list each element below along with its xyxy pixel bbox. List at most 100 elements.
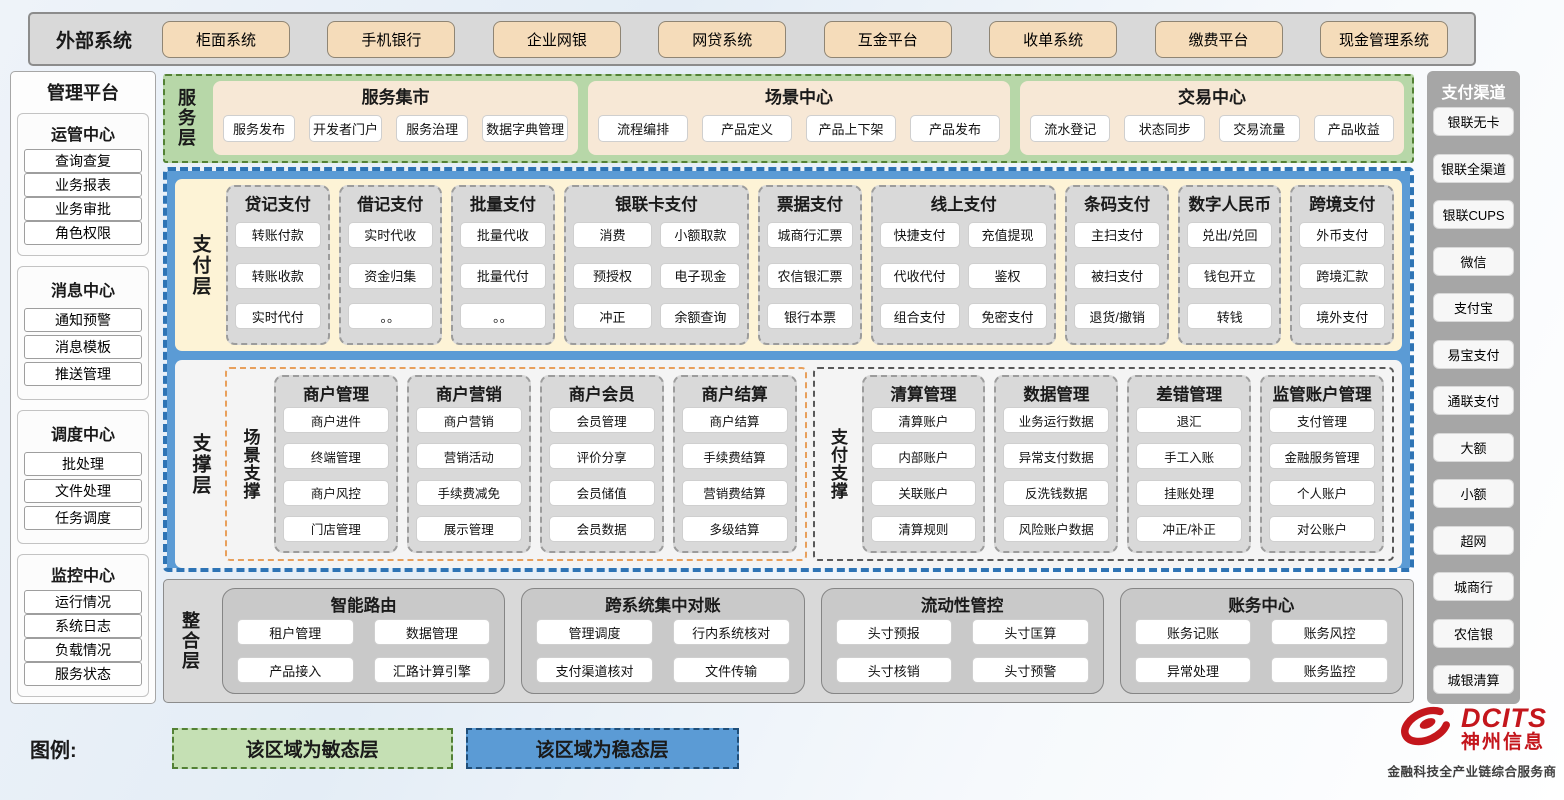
support-item-button[interactable]: 对公账户 [1269,515,1375,542]
payment-item-button[interactable]: 小额取款 [660,221,741,248]
support-item-button[interactable]: 商户结算 [681,407,788,434]
integration-item-button[interactable]: 账务风控 [1271,619,1388,645]
payment-channel-button[interactable]: 支付宝 [1433,293,1514,322]
management-item-button[interactable]: 角色权限 [24,221,142,245]
management-item-button[interactable]: 推送管理 [24,362,142,386]
support-item-button[interactable]: 手续费结算 [681,443,788,470]
payment-item-button[interactable]: 冲正 [572,303,653,330]
payment-item-button[interactable]: 退货/撤销 [1074,303,1160,330]
support-item-button[interactable]: 反洗钱数据 [1003,479,1110,506]
management-item-button[interactable]: 查询查复 [24,149,142,173]
support-item-button[interactable]: 金融服务管理 [1269,443,1375,470]
payment-item-button[interactable]: 实时代收 [347,221,434,248]
payment-channel-button[interactable]: 银联全渠道 [1433,153,1514,183]
management-item-button[interactable]: 服务状态 [24,662,142,686]
support-item-button[interactable]: 关联账户 [870,479,977,506]
support-item-button[interactable]: 商户风控 [283,479,389,506]
payment-channel-button[interactable]: 小额 [1433,479,1514,508]
service-item-button[interactable]: 服务发布 [223,114,296,142]
payment-item-button[interactable]: 实时代付 [235,303,321,330]
integration-item-button[interactable]: 账务监控 [1271,657,1388,683]
integration-item-button[interactable]: 头寸匡算 [972,619,1089,645]
payment-item-button[interactable]: 批量代收 [460,221,546,248]
payment-item-button[interactable]: 。。 [460,303,546,330]
external-system-button[interactable]: 手机银行 [327,20,456,58]
payment-item-button[interactable]: 预授权 [572,262,653,289]
support-item-button[interactable]: 会员管理 [548,407,655,434]
management-item-button[interactable]: 运行情况 [24,590,142,614]
support-item-button[interactable]: 个人账户 [1269,479,1375,506]
integration-item-button[interactable]: 文件传输 [672,657,790,683]
payment-item-button[interactable]: 组合支付 [879,303,960,330]
payment-item-button[interactable]: 城商行汇票 [767,221,853,248]
payment-item-button[interactable]: 免密支付 [967,303,1048,330]
integration-item-button[interactable]: 头寸预报 [835,619,953,645]
service-item-button[interactable]: 产品发布 [910,114,1000,142]
external-system-button[interactable]: 互金平台 [823,20,952,58]
support-item-button[interactable]: 退汇 [1136,407,1243,434]
integration-item-button[interactable]: 汇路计算引擎 [373,657,491,683]
support-item-button[interactable]: 会员数据 [548,515,655,542]
integration-item-button[interactable]: 头寸核销 [835,657,953,683]
payment-channel-button[interactable]: 通联支付 [1433,386,1514,415]
external-system-button[interactable]: 收单系统 [989,20,1118,58]
service-item-button[interactable]: 状态同步 [1124,114,1205,142]
support-item-button[interactable]: 清算规则 [870,515,977,542]
support-item-button[interactable]: 营销活动 [415,443,522,470]
payment-channel-button[interactable]: 农信银 [1433,618,1514,648]
payment-item-button[interactable]: 。。 [347,303,434,330]
payment-item-button[interactable]: 鉴权 [967,262,1048,289]
integration-item-button[interactable]: 管理调度 [536,619,653,645]
payment-channel-button[interactable]: 银联CUPS [1433,200,1514,229]
service-item-button[interactable]: 流水登记 [1029,114,1111,142]
support-item-button[interactable]: 商户进件 [283,407,389,434]
payment-channel-button[interactable]: 大额 [1433,432,1514,462]
payment-channel-button[interactable]: 银联无卡 [1433,107,1514,136]
management-item-button[interactable]: 负载情况 [24,638,142,662]
payment-item-button[interactable]: 转钱 [1186,303,1273,330]
support-item-button[interactable]: 支付管理 [1269,407,1375,434]
support-item-button[interactable]: 业务运行数据 [1003,407,1110,434]
service-item-button[interactable]: 数据字典管理 [482,114,569,142]
service-item-button[interactable]: 产品上下架 [806,114,897,142]
payment-channel-button[interactable]: 易宝支付 [1433,339,1514,369]
payment-item-button[interactable]: 转账收款 [235,262,321,289]
integration-item-button[interactable]: 产品接入 [237,657,354,683]
integration-item-button[interactable]: 行内系统核对 [672,619,790,645]
integration-item-button[interactable]: 数据管理 [373,619,491,645]
external-system-button[interactable]: 缴费平台 [1154,20,1283,58]
management-item-button[interactable]: 批处理 [24,452,142,476]
external-system-button[interactable]: 现金管理系统 [1319,20,1448,58]
management-item-button[interactable]: 任务调度 [24,506,142,530]
payment-item-button[interactable]: 银行本票 [767,303,853,330]
integration-item-button[interactable]: 头寸预警 [972,657,1089,683]
management-item-button[interactable]: 系统日志 [24,614,142,638]
support-item-button[interactable]: 多级结算 [681,515,788,542]
payment-item-button[interactable]: 外币支付 [1299,221,1385,248]
management-item-button[interactable]: 业务报表 [24,173,142,197]
payment-item-button[interactable]: 转账付款 [235,221,321,248]
payment-item-button[interactable]: 批量代付 [460,262,546,289]
payment-item-button[interactable]: 资金归集 [347,262,434,289]
support-item-button[interactable]: 营销费结算 [681,479,788,506]
support-item-button[interactable]: 冲正/补正 [1136,515,1243,542]
support-item-button[interactable]: 挂账处理 [1136,479,1243,506]
payment-item-button[interactable]: 电子现金 [660,262,741,289]
payment-item-button[interactable]: 境外支付 [1299,303,1385,330]
support-item-button[interactable]: 会员储值 [548,479,655,506]
support-item-button[interactable]: 风险账户数据 [1003,515,1110,542]
support-item-button[interactable]: 评价分享 [548,443,655,470]
payment-channel-button[interactable]: 城商行 [1433,572,1514,601]
service-item-button[interactable]: 产品定义 [702,114,793,142]
support-item-button[interactable]: 手工入账 [1136,443,1243,470]
payment-item-button[interactable]: 代收代付 [879,262,960,289]
payment-item-button[interactable]: 农信银汇票 [767,262,853,289]
payment-item-button[interactable]: 被扫支付 [1074,262,1160,289]
payment-item-button[interactable]: 快捷支付 [879,221,960,248]
support-item-button[interactable]: 展示管理 [415,515,522,542]
payment-channel-button[interactable]: 超网 [1433,525,1514,555]
support-item-button[interactable]: 内部账户 [870,443,977,470]
management-item-button[interactable]: 业务审批 [24,197,142,221]
payment-item-button[interactable]: 余额查询 [660,303,741,330]
payment-channel-button[interactable]: 城银清算 [1433,665,1514,694]
